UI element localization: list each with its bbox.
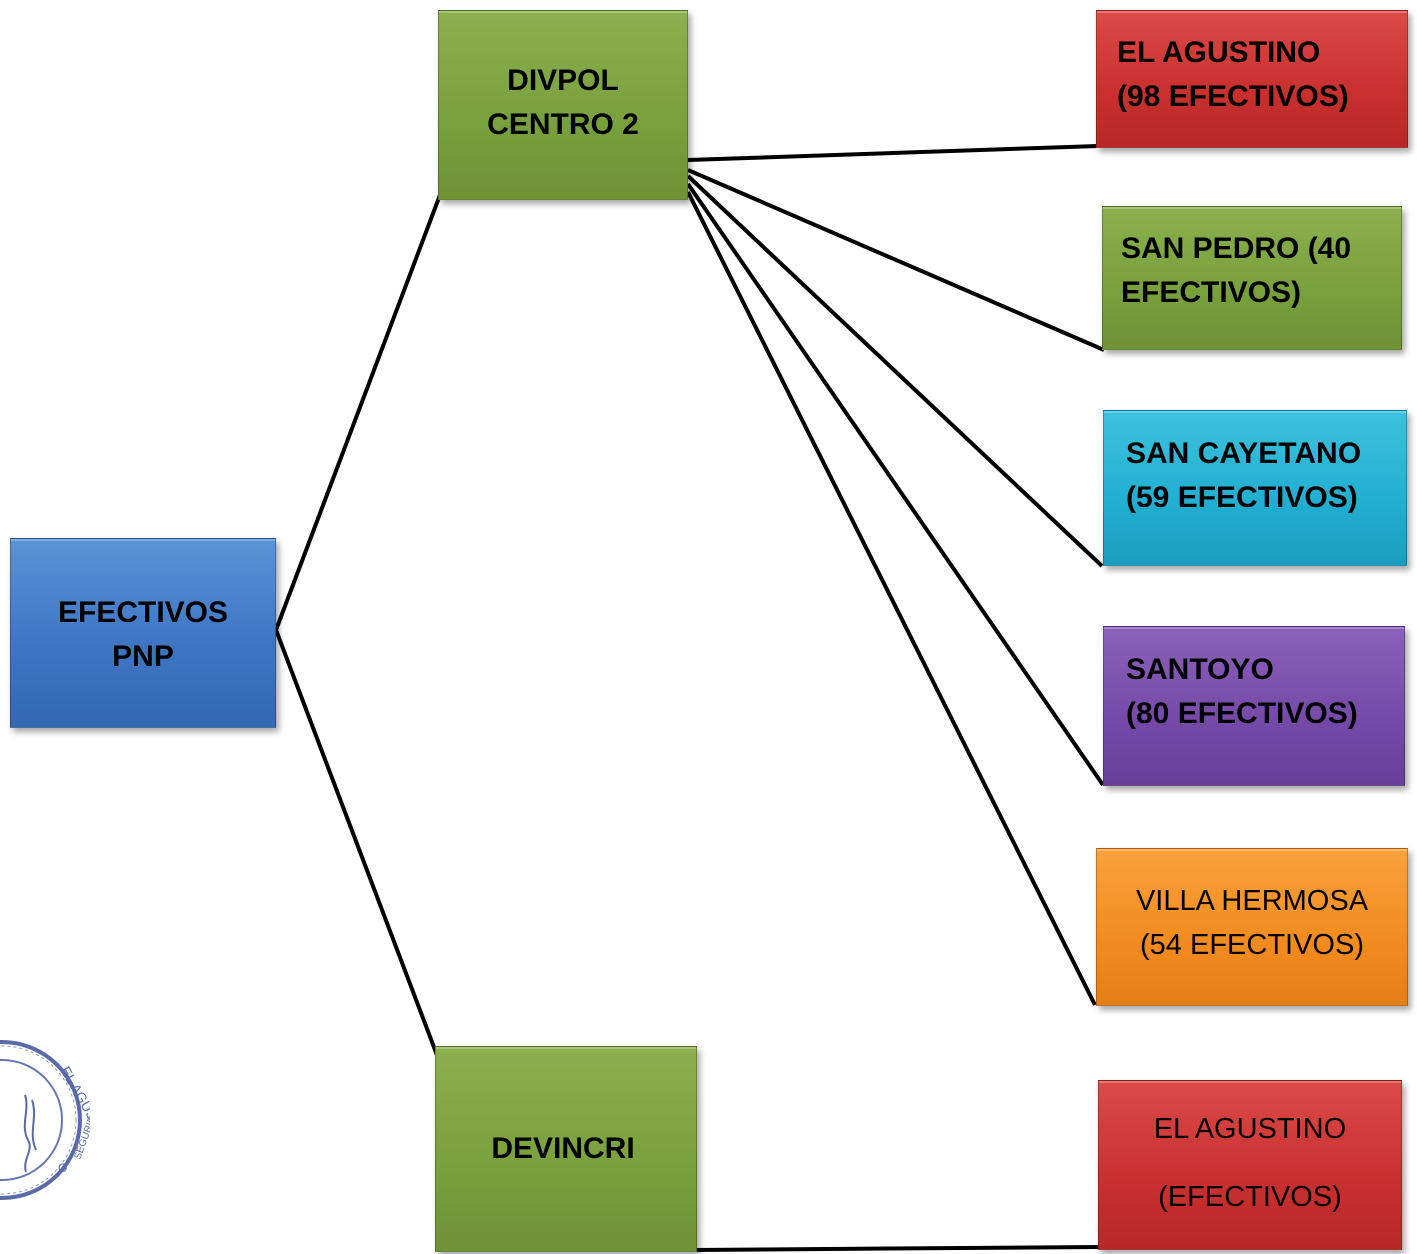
station-node-el-agustino-devincri: EL AGUSTINO (EFECTIVOS) — [1098, 1080, 1402, 1250]
connector-divpol-el-agustino — [687, 144, 1099, 162]
devincri-el-agustino-line-1: EL AGUSTINO — [1153, 1113, 1347, 1145]
san-cayetano-line-2: (59 EFECTIVOS) — [1126, 481, 1358, 514]
connector-divpol-san-pedro — [687, 168, 1105, 352]
station-node-villa-hermosa: VILLA HERMOSA (54 EFECTIVOS) — [1096, 848, 1408, 1006]
connector-divpol-villa-hermosa — [686, 191, 1097, 1006]
san-cayetano-line-1: SAN CAYETANO — [1126, 437, 1362, 470]
divpol-line-1: DIVPOL — [507, 64, 619, 97]
root-node-line-1: EFECTIVOS — [57, 596, 229, 629]
villa-hermosa-line-2: (54 EFECTIVOS) — [1140, 929, 1364, 961]
san-pedro-line-1: SAN PEDRO (40 — [1121, 232, 1352, 265]
devincri-line-1: DEVINCRI — [491, 1132, 635, 1165]
station-node-santoyo: SANTOYO (80 EFECTIVOS) — [1103, 626, 1405, 786]
connector-divpol-san-cayetano — [686, 174, 1104, 568]
devincri-el-agustino-line-2: (EFECTIVOS) — [1158, 1181, 1342, 1213]
station-node-el-agustino: EL AGUSTINO (98 EFECTIVOS) — [1096, 10, 1408, 148]
root-node-efectivos-pnp: EFECTIVOS PNP — [10, 538, 276, 728]
el-agustino-line-1: EL AGUSTINO — [1117, 36, 1321, 69]
santoyo-line-2: (80 EFECTIVOS) — [1126, 697, 1358, 730]
connector-root-divpol — [274, 194, 442, 631]
connector-devincri-el-agustino — [693, 1245, 1101, 1252]
branch-node-divpol-centro-2: DIVPOL CENTRO 2 — [438, 10, 688, 200]
connector-divpol-santoyo — [686, 182, 1105, 787]
santoyo-line-1: SANTOYO — [1126, 653, 1274, 686]
branch-node-devincri: DEVINCRI — [435, 1046, 697, 1252]
villa-hermosa-line-1: VILLA HERMOSA — [1135, 885, 1369, 917]
divpol-line-2: CENTRO 2 — [487, 108, 639, 141]
station-node-san-cayetano: SAN CAYETANO (59 EFECTIVOS) — [1103, 410, 1407, 566]
connector-root-devincri — [274, 629, 442, 1064]
el-agustino-line-2: (98 EFECTIVOS) — [1117, 80, 1349, 113]
svg-text:O: O — [58, 1161, 67, 1175]
municipal-seal-stamp: EL AGUSTINO SEGURIDAD CIUDADANA O — [0, 1040, 90, 1200]
root-node-line-2: PNP — [112, 640, 174, 673]
san-pedro-line-2: EFECTIVOS) — [1121, 276, 1302, 309]
station-node-san-pedro: SAN PEDRO (40 EFECTIVOS) — [1102, 206, 1402, 350]
